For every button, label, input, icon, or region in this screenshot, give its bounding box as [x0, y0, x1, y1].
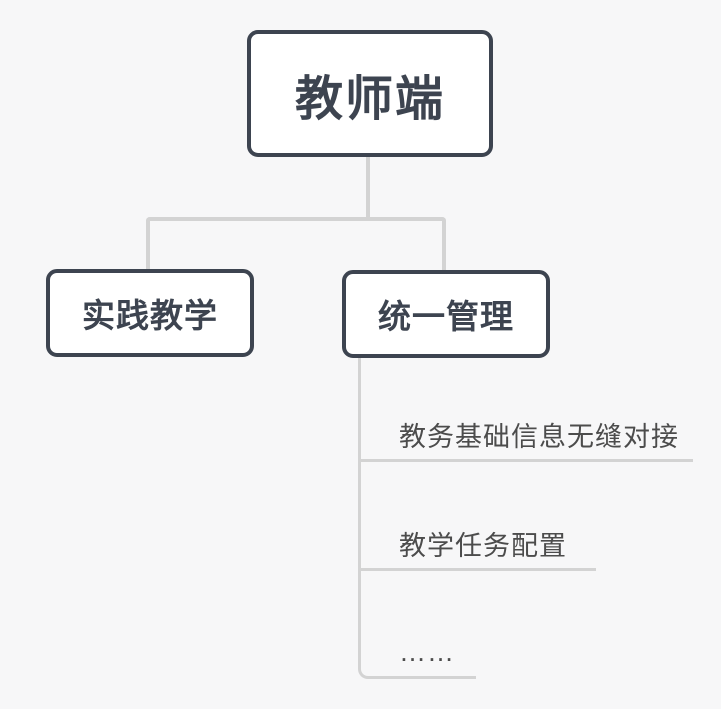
node-root-label: 教师端 [294, 72, 445, 126]
node-practice-teaching: 实践教学 [46, 269, 254, 357]
node-root: 教师端 [247, 30, 493, 157]
leaf-item: …… [361, 628, 476, 676]
connector-leaf-branch [358, 356, 476, 679]
connector-root-stem [366, 155, 370, 221]
leaf-item-label: 教学任务配置 [399, 531, 567, 561]
node-practice-teaching-label: 实践教学 [82, 297, 218, 334]
connector-children-bracket [146, 217, 446, 271]
leaf-item-label: …… [399, 637, 455, 667]
leaf-item: 教学任务配置 [361, 523, 596, 571]
node-unified-management: 统一管理 [342, 270, 550, 358]
leaf-item-label: 教务基础信息无缝对接 [399, 422, 679, 452]
leaf-item: 教务基础信息无缝对接 [361, 414, 693, 462]
node-unified-management-label: 统一管理 [378, 298, 514, 335]
